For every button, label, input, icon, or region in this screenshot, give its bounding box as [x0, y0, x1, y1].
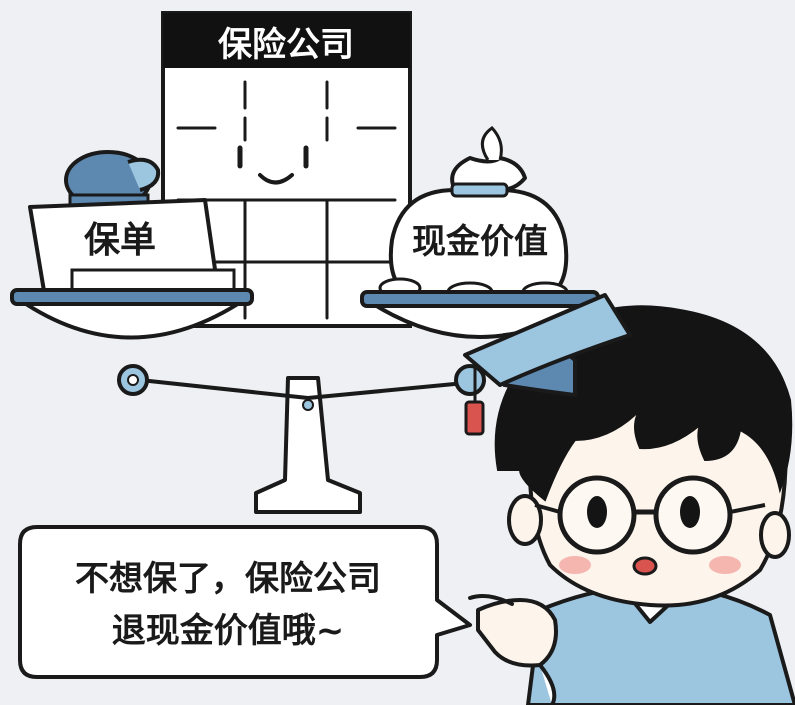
- character-blush-right: [709, 556, 741, 574]
- scale-stand: [254, 376, 362, 514]
- speech-bubble-shape: [18, 525, 472, 679]
- character-ear-right: [759, 511, 791, 559]
- speech-line-1: 不想保了，保险公司: [75, 559, 381, 599]
- building-header: [163, 13, 410, 68]
- balance-scale: [117, 364, 486, 514]
- character-blush-left: [559, 556, 591, 574]
- building-face: [237, 145, 309, 185]
- scale-pivot: [302, 399, 314, 411]
- pointing-hand: [468, 594, 558, 705]
- scale-beam: [139, 378, 466, 401]
- scale-ring-right: [454, 364, 486, 396]
- character-mouth: [632, 556, 658, 576]
- speech-bubble: 不想保了，保险公司 退现金价值哦~: [18, 525, 472, 679]
- insurance-company-building: 保险公司: [161, 11, 412, 328]
- character-ear-left: [507, 494, 543, 546]
- left-pan-group: 保单: [10, 150, 254, 340]
- cash-value-label: 现金价值: [412, 222, 548, 262]
- speech-line-2: 退现金价值哦~: [112, 611, 345, 651]
- cap-tassel: [464, 400, 485, 436]
- seal-stamp: [64, 150, 161, 210]
- building-grid: [176, 80, 397, 320]
- right-pan-rim: [360, 290, 600, 308]
- money-bag-tie: [450, 182, 509, 198]
- character-eye-left: [587, 496, 607, 528]
- graduation-cap: [463, 293, 632, 436]
- left-pan-bowl: [13, 298, 251, 340]
- cap-board: [463, 293, 632, 387]
- building-title: 保险公司: [218, 25, 354, 65]
- policy-label: 保单: [84, 220, 156, 261]
- money-bag: 现金价值: [388, 126, 569, 302]
- character: [463, 293, 795, 705]
- left-pan-rim: [10, 288, 254, 306]
- building-smile: [258, 173, 294, 185]
- character-eye-right: [680, 496, 700, 528]
